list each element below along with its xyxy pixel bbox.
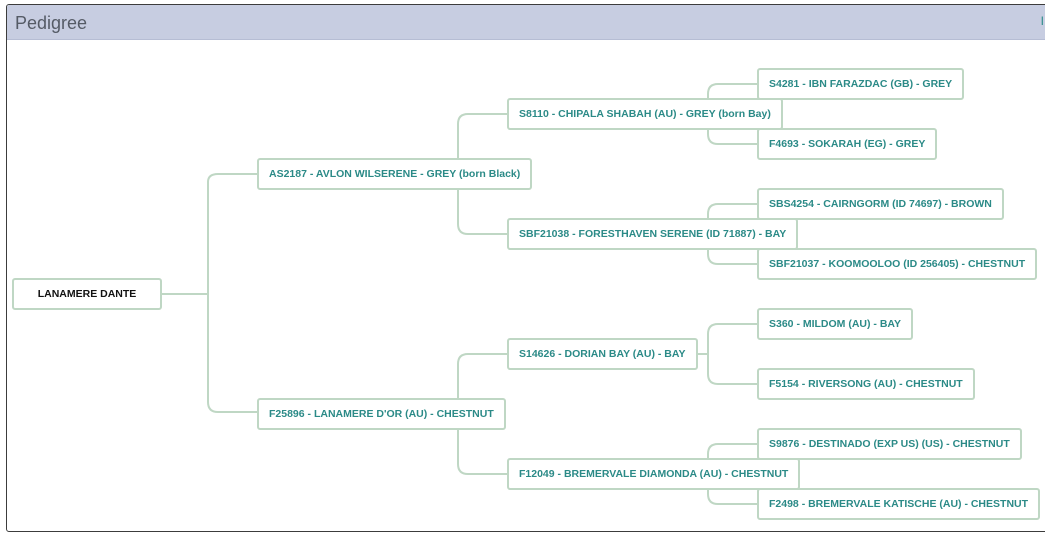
pedigree-node-sire-dam[interactable]: SBF21038 - FORESTHAVEN SERENE (ID 71887)…	[507, 218, 799, 250]
pedigree-node-dam-dam[interactable]: F12049 - BREMERVALE DIAMONDA (AU) - CHES…	[507, 458, 801, 490]
connector-sire-sire	[707, 83, 758, 145]
pedigree-node-subject[interactable]: LANAMERE DANTE	[12, 278, 162, 310]
pedigree-node-sire-dam-sire[interactable]: SBS4254 - CAIRNGORM (ID 74697) - BROWN	[757, 188, 1004, 220]
pedigree-node-dam-dam-sire[interactable]: S9876 - DESTINADO (EXP US) (US) - CHESTN…	[757, 428, 1022, 460]
pedigree-node-sire-sire-dam[interactable]: F4693 - SOKARAH (EG) - GREY	[757, 128, 938, 160]
connector-sire-dam	[707, 203, 758, 265]
connector-dam-sire	[695, 323, 758, 385]
pedigree-node-sire-dam-dam[interactable]: SBF21037 - KOOMOOLOO (ID 256405) - CHEST…	[757, 248, 1038, 280]
pedigree-node-dam-dam-dam[interactable]: F2498 - BREMERVALE KATISCHE (AU) - CHEST…	[757, 488, 1041, 520]
connector-dam-dam	[707, 443, 758, 505]
pedigree-node-sire-sire-sire[interactable]: S4281 - IBN FARAZDAC (GB) - GREY	[757, 68, 965, 100]
pedigree-node-dam-sire-sire[interactable]: S360 - MILDOM (AU) - BAY	[757, 308, 914, 340]
header-corner-mark: I	[1040, 14, 1044, 28]
connector-sire	[457, 113, 508, 235]
pedigree-node-dam-sire[interactable]: S14626 - DORIAN BAY (AU) - BAY	[507, 338, 698, 370]
connector-dam	[457, 353, 508, 475]
panel-title: Pedigree	[15, 13, 88, 33]
connector-root	[161, 173, 258, 413]
pedigree-node-dam-sire-dam[interactable]: F5154 - RIVERSONG (AU) - CHESTNUT	[757, 368, 975, 400]
pedigree-node-sire[interactable]: AS2187 - AVLON WILSERENE - GREY (born Bl…	[257, 158, 533, 190]
pedigree-node-sire-sire[interactable]: S8110 - CHIPALA SHABAH (AU) - GREY (born…	[507, 98, 783, 130]
panel-header: Pedigree I	[7, 5, 1045, 40]
pedigree-node-dam[interactable]: F25896 - LANAMERE D'OR (AU) - CHESTNUT	[257, 398, 506, 430]
